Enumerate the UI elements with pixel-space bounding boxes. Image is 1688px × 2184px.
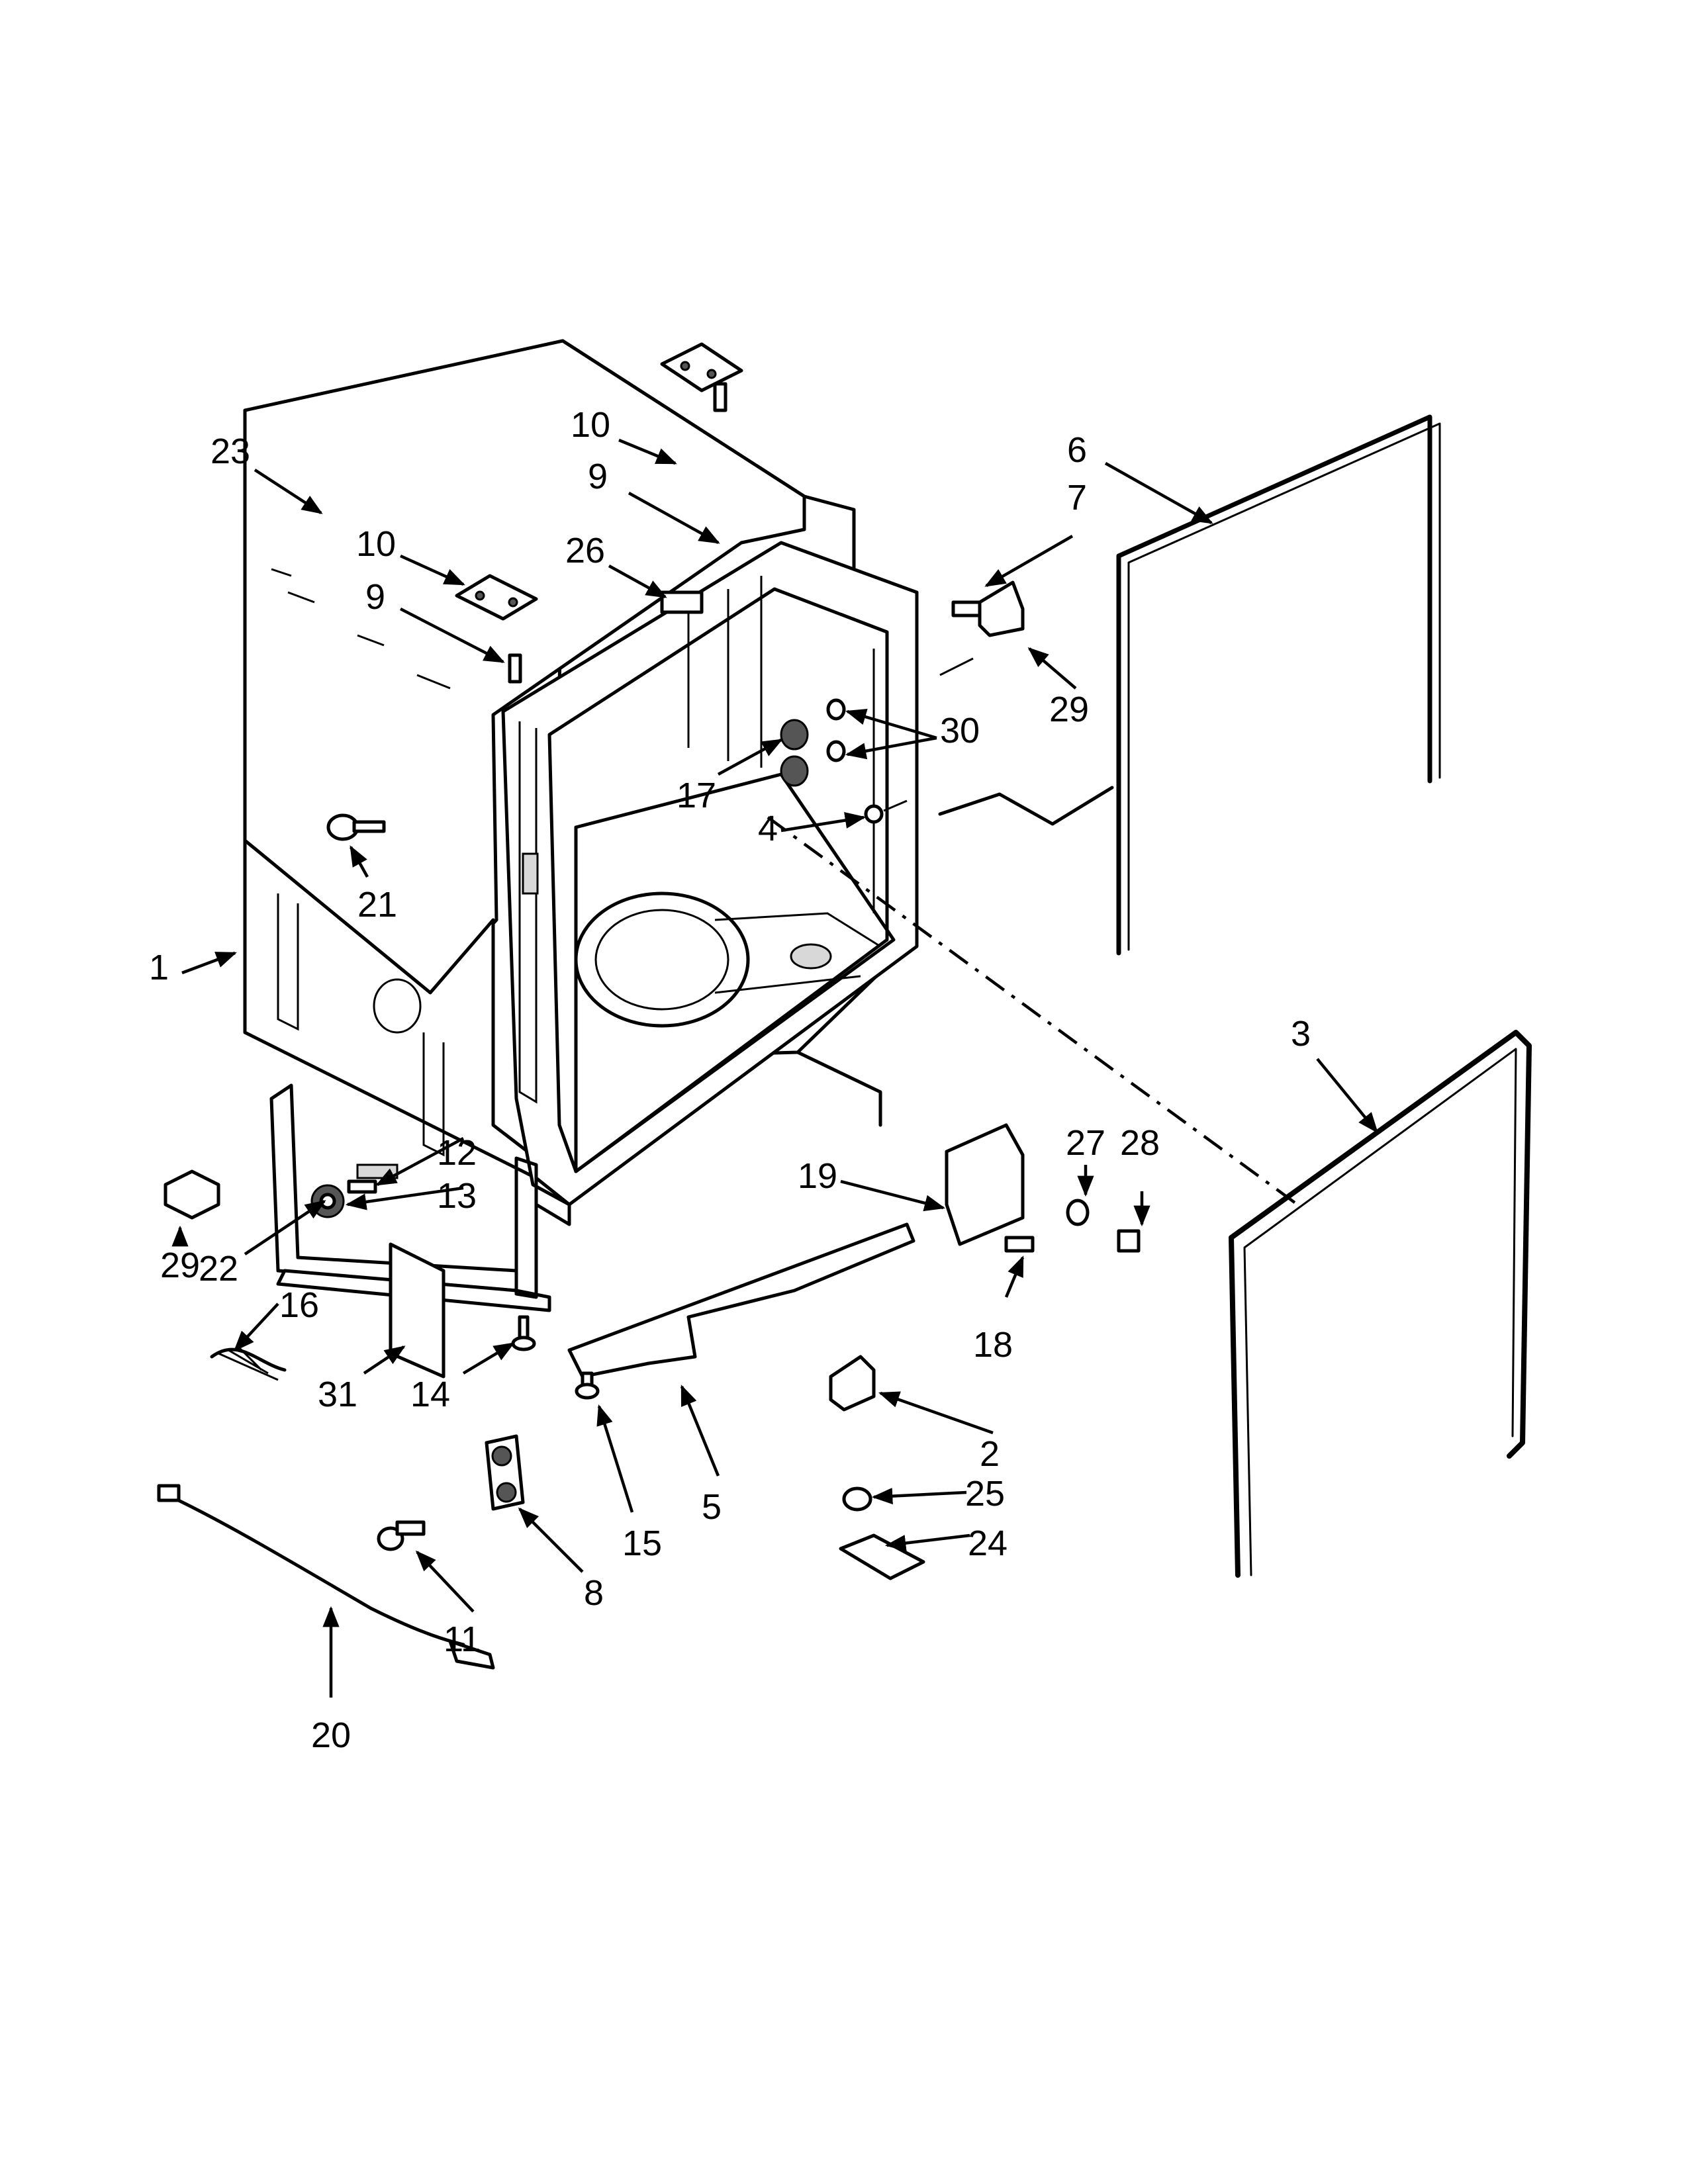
callout-20: 20: [311, 1715, 351, 1755]
screw-7: [951, 600, 982, 617]
callout-8: 8: [584, 1573, 604, 1613]
switch-bracket-24: [839, 1533, 925, 1580]
callout-2: 2: [980, 1434, 1000, 1474]
hinge-screw-top: [713, 382, 727, 412]
screw-12: [347, 1179, 377, 1194]
bracket-19: [945, 1123, 1025, 1246]
base-frame: [269, 1083, 551, 1312]
washer-pair: [826, 698, 846, 762]
callout-4: 4: [758, 809, 778, 848]
callout-23: 23: [211, 432, 250, 471]
callout-28: 28: [1120, 1123, 1160, 1163]
callout-29-lower: 29: [160, 1246, 200, 1285]
callout-9-top: 9: [588, 457, 608, 496]
side-clip-upper: [978, 580, 1025, 637]
callout-14: 14: [410, 1375, 450, 1414]
callout-30: 30: [940, 711, 980, 751]
washer-27: [1066, 1199, 1090, 1226]
callout-17: 17: [677, 776, 716, 815]
screw-18: [1004, 1236, 1035, 1253]
spring: [210, 1345, 287, 1381]
callout-labels: 23 10 9 10 9 26 6 7 29 30 17 4 21 1 3 27…: [149, 405, 1311, 1755]
grommet-plate: [485, 1434, 525, 1511]
callout-19: 19: [798, 1156, 837, 1196]
callout-21: 21: [357, 885, 397, 925]
callout-25: 25: [965, 1474, 1005, 1514]
screw-11: [377, 1520, 426, 1551]
callout-10-top: 10: [571, 405, 610, 445]
screw-28: [1117, 1229, 1141, 1253]
leveling-leg-15: [575, 1371, 600, 1400]
tub-assembly: [243, 339, 919, 1226]
callout-26: 26: [565, 531, 605, 570]
callout-13: 13: [437, 1176, 477, 1216]
float-switch: [829, 1355, 876, 1412]
callout-27: 27: [1066, 1123, 1105, 1163]
wire-harness: [157, 1484, 495, 1670]
callout-3: 3: [1291, 1014, 1311, 1054]
callout-22: 22: [199, 1249, 238, 1289]
label-bracket: [389, 1242, 445, 1379]
callout-1: 1: [149, 948, 169, 987]
callout-11: 11: [444, 1619, 481, 1659]
door-gasket-6: [1116, 414, 1432, 956]
callout-31: 31: [318, 1375, 357, 1414]
callout-12: 12: [437, 1133, 477, 1173]
callout-9-left: 9: [365, 577, 385, 617]
mounting-bolt: [326, 813, 386, 841]
callout-24: 24: [968, 1524, 1008, 1563]
leader-lines: [171, 438, 1378, 1698]
grommet-pair: [780, 719, 809, 787]
hinge-screw-left: [508, 653, 522, 684]
hinge-bracket-left: [455, 574, 538, 621]
vent-bracket: [660, 590, 704, 614]
callout-29-upper: 29: [1049, 690, 1089, 729]
switch-25: [842, 1486, 872, 1512]
callout-16: 16: [279, 1285, 319, 1325]
hinge-bracket-top: [660, 342, 743, 392]
callout-5: 5: [702, 1487, 722, 1527]
callout-18: 18: [973, 1325, 1013, 1365]
base-plate: [567, 1222, 915, 1379]
tub-gasket-3: [1229, 1030, 1532, 1578]
leveling-leg-14: [511, 1315, 536, 1351]
callout-6: 6: [1067, 430, 1087, 470]
callout-7: 7: [1067, 478, 1087, 518]
callout-10-left: 10: [356, 524, 396, 564]
pulley: [310, 1184, 345, 1218]
callout-15: 15: [622, 1524, 662, 1563]
side-clip-lower: [164, 1169, 220, 1220]
